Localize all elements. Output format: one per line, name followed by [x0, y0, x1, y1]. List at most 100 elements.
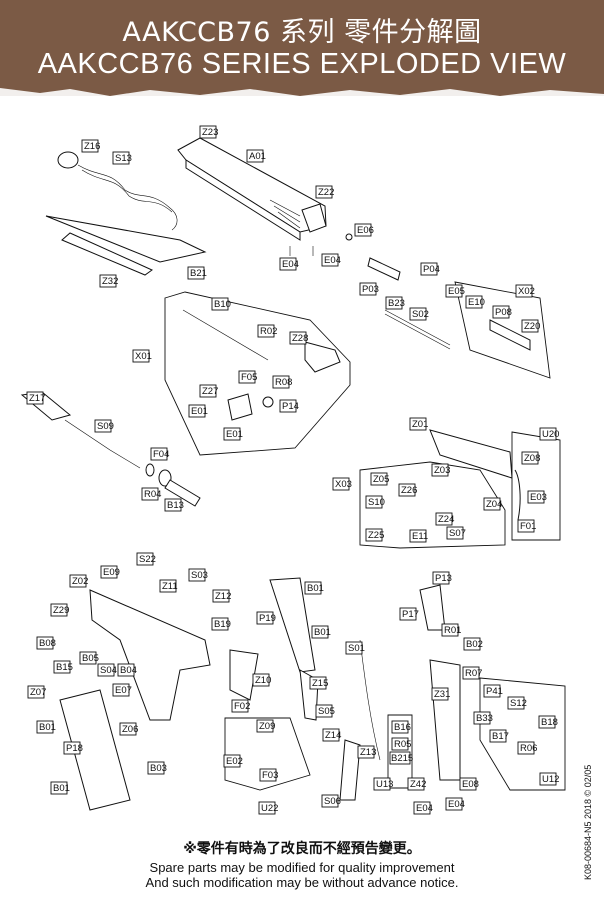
label-P19: P19: [259, 613, 276, 624]
label-Z25: Z25: [368, 530, 384, 541]
label-S03: S03: [191, 570, 208, 581]
label-B01-d: B01: [53, 783, 70, 794]
label-B13: B13: [167, 500, 184, 511]
grip-panel-part: [59, 689, 131, 811]
label-B16: B16: [394, 722, 411, 733]
label-E10: E10: [468, 297, 485, 308]
rear-sight-part: [301, 203, 327, 233]
label-U13: U13: [376, 779, 393, 790]
label-Z22: Z22: [318, 187, 334, 198]
label-B10: B10: [214, 299, 231, 310]
notice-line-1: Spare parts may be modified for quality …: [149, 860, 455, 875]
label-P03: P03: [362, 284, 379, 295]
label-E05: E05: [448, 286, 465, 297]
label-B08: B08: [39, 638, 56, 649]
label-R07: R07: [465, 668, 482, 679]
label-E04-d: E04: [448, 799, 465, 810]
label-E04-c: E04: [416, 803, 433, 814]
label-E08: E08: [462, 779, 479, 790]
label-P04: P04: [423, 264, 440, 275]
label-Z27: Z27: [202, 386, 218, 397]
label-E03: E03: [530, 492, 547, 503]
label-E09: E09: [103, 567, 120, 578]
guide-group: Z17 S09 F04 R04 B13: [20, 391, 201, 512]
bushing-part: [57, 151, 79, 169]
label-S09: S09: [97, 421, 114, 432]
P19-part: [269, 577, 316, 673]
label-S02: S02: [412, 309, 429, 320]
label-U12: U12: [542, 774, 559, 785]
label-E11: E11: [412, 531, 428, 542]
label-Z13: Z13: [360, 747, 376, 758]
label-B215: B215: [391, 753, 413, 764]
label-E01-b: E01: [226, 429, 243, 440]
title-english: AAKCCB76 SERIES EXPLODED VIEW: [37, 48, 567, 80]
label-P14: P14: [282, 401, 299, 412]
label-S07: S07: [449, 528, 466, 539]
label-R08: R08: [275, 377, 292, 388]
label-Z06: Z06: [122, 724, 138, 735]
label-S10: S10: [368, 497, 385, 508]
label-F04: F04: [153, 449, 169, 460]
label-R02: R02: [260, 326, 277, 337]
label-F02: F02: [234, 701, 250, 712]
slide-group: Z23 A01 Z22 E06 E04 E04: [177, 125, 374, 271]
label-B04: B04: [120, 665, 137, 676]
label-E01-a: E01: [191, 406, 208, 417]
grip-frame-part: [429, 659, 461, 781]
label-B01-b: B01: [314, 627, 331, 638]
label-R05: R05: [394, 739, 411, 750]
label-X01: X01: [135, 351, 152, 362]
X01-group: B10 R02 Z28 X01 F05 R08 Z27 P14 E01 E01: [132, 291, 351, 456]
label-P41: P41: [486, 686, 503, 697]
label-Z24: Z24: [438, 514, 454, 525]
label-A01: A01: [249, 151, 266, 162]
label-Z32: Z32: [102, 276, 118, 287]
label-S13: S13: [115, 153, 132, 164]
label-Z03: Z03: [434, 465, 450, 476]
label-Z23: Z23: [202, 127, 218, 138]
X01-outline: [164, 291, 351, 456]
label-B01-a: B01: [307, 583, 324, 594]
label-E02: E02: [226, 756, 243, 767]
label-Z10: Z10: [255, 675, 271, 686]
label-S22: S22: [139, 554, 156, 565]
label-Z12: Z12: [215, 591, 231, 602]
label-P17: P17: [402, 609, 419, 620]
label-Z07: Z07: [30, 687, 46, 698]
U12-outline: [479, 677, 566, 791]
label-E04-a: E04: [282, 259, 299, 270]
frame-group: S22 E09 S03 Z11 Z02 Z12 B01 P13 Z29 B19 …: [27, 552, 566, 815]
label-S01: S01: [348, 643, 365, 654]
label-X02: X02: [518, 286, 535, 297]
label-U22: U22: [261, 803, 278, 814]
nozzle-group: P04 P03 E05 E10 X02 B23 S02 P08 Z20: [359, 257, 551, 379]
label-S05: S05: [318, 706, 335, 717]
barrel-group: Z16 S13 Z32 B21: [45, 139, 207, 288]
label-B03: B03: [150, 763, 167, 774]
outer-barrel-part: [61, 232, 153, 276]
torn-edge: [0, 88, 604, 110]
U22-outline: [224, 717, 311, 791]
label-B21: B21: [190, 268, 207, 279]
notice-line-2: And such modification may be without adv…: [145, 875, 459, 890]
label-Z05: Z05: [373, 474, 389, 485]
label-E07: E07: [115, 685, 132, 696]
title-chinese: AAKCCB76 系列 零件分解圖: [122, 17, 482, 48]
label-Z01: Z01: [412, 419, 428, 430]
label-B33: B33: [476, 713, 493, 724]
label-B23: B23: [388, 298, 405, 309]
label-E06: E06: [357, 225, 374, 236]
label-Z26: Z26: [401, 485, 417, 496]
label-B02: B02: [466, 639, 483, 650]
label-R04: R04: [144, 489, 161, 500]
label-Z16: Z16: [84, 141, 100, 152]
label-S12: S12: [510, 698, 527, 709]
label-F05: F05: [241, 372, 257, 383]
label-Z09: Z09: [259, 721, 275, 732]
label-Z08: Z08: [524, 453, 540, 464]
label-B01-c: B01: [39, 722, 56, 733]
label-B19: B19: [214, 619, 231, 630]
label-B18: B18: [541, 717, 558, 728]
